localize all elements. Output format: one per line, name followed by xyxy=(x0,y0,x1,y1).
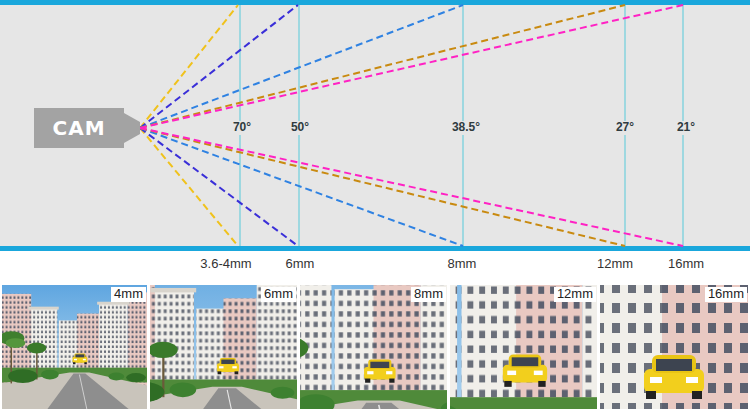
border-line xyxy=(0,0,750,5)
illustration-part xyxy=(140,5,625,128)
focal-length-label: 16mm xyxy=(668,257,704,272)
camera-box: CAM xyxy=(34,108,124,148)
photo-tag: 16mm xyxy=(705,287,747,302)
measure-lines xyxy=(240,5,683,246)
sample-photos xyxy=(0,77,750,409)
view-band xyxy=(0,0,750,250)
focal-length-label: 6mm xyxy=(286,257,315,272)
angle-label: 21° xyxy=(675,121,697,135)
camera-lens xyxy=(124,113,140,143)
angle-label: 50° xyxy=(289,121,311,135)
angle-label: 27° xyxy=(614,121,636,135)
illustration-part xyxy=(106,255,330,409)
photo-tag: 12mm xyxy=(554,287,596,302)
focal-length-label: 8mm xyxy=(448,257,477,272)
illustration-part xyxy=(140,128,238,246)
angle-label: 70° xyxy=(231,121,253,135)
photo-tag: 4mm xyxy=(111,287,146,302)
focal-length-label: 3.6-4mm xyxy=(200,257,251,272)
illustration-part xyxy=(140,5,683,128)
illustration-part xyxy=(344,77,750,409)
angle-label: 38.5° xyxy=(450,121,482,135)
illustration-part xyxy=(106,255,330,409)
view-rays xyxy=(140,5,683,246)
illustration-part xyxy=(0,285,148,409)
camera-label: CAM xyxy=(52,116,105,140)
illustration-part xyxy=(344,77,750,409)
photo-tag: 8mm xyxy=(411,287,446,302)
illustration-part xyxy=(0,285,148,409)
illustration-part xyxy=(140,128,683,246)
illustration-part xyxy=(140,128,625,246)
illustration-part xyxy=(140,5,238,128)
border-line xyxy=(0,246,750,251)
focal-length-label: 12mm xyxy=(597,257,633,272)
photo-tag: 6mm xyxy=(261,287,296,302)
